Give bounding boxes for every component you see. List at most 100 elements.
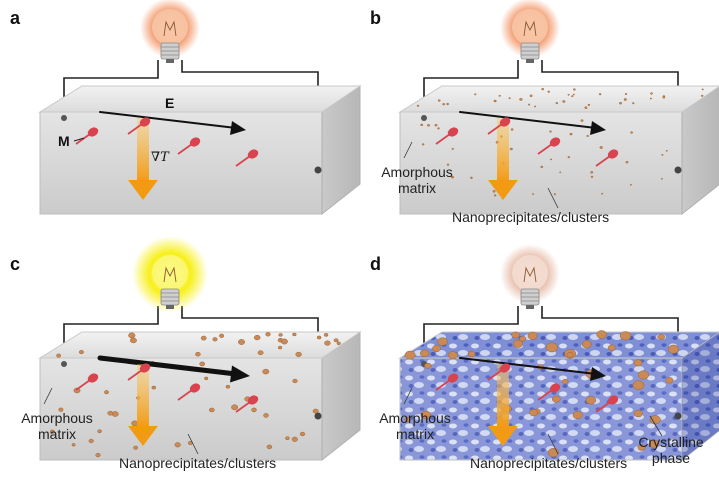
nanoprecipitate [333, 338, 339, 343]
nanoprecipitates-label-c: Nanoprecipitates/clusters [119, 455, 277, 471]
nanoprecipitate [432, 187, 435, 190]
electrode-left [421, 115, 427, 121]
nanoprecipitate [562, 100, 566, 103]
moment-arrow-tail [595, 401, 611, 413]
nanoprecipitate [447, 351, 458, 360]
nanoprecipitate [474, 93, 477, 96]
nanoprecipitate [199, 361, 206, 367]
moment-arrow-head [499, 363, 511, 373]
nanoprecipitate [590, 171, 594, 174]
nanoprecipitate [266, 444, 273, 450]
nanoprecipitate [257, 350, 264, 356]
nanoprecipitate [277, 345, 283, 350]
nanoprecipitate [251, 407, 257, 413]
moment-arrow-head [607, 395, 619, 405]
moment-arrow-tail [127, 123, 143, 135]
nanoprecipitate [572, 93, 575, 96]
moment-arrow-tail [537, 143, 553, 155]
nanoprecipitate [437, 99, 441, 102]
moment-arrow-tail [487, 369, 503, 381]
nanoprecipitate [420, 410, 431, 420]
nanoprecipitate [212, 337, 218, 342]
electrode-left [61, 361, 67, 367]
cluster-leader [547, 433, 559, 455]
nanoprecipitate [547, 90, 550, 93]
nanoprecipitate [470, 176, 473, 179]
moment-arrow-tail [177, 389, 193, 401]
nanoprecipitate [545, 342, 558, 353]
nanoprecipitate [662, 96, 666, 99]
nanoprecipitate [174, 442, 181, 448]
panel-b [398, 0, 719, 216]
moment-arrow-tail [235, 401, 251, 413]
nanoprecipitate [619, 101, 622, 105]
heat-arrow-head [488, 426, 518, 446]
moment-arrow-head [87, 127, 99, 137]
nanoprecipitates-label-b: Nanoprecipitates/clusters [452, 209, 610, 225]
nanoprecipitate [128, 332, 136, 339]
nanoprecipitate [416, 104, 420, 107]
electrode-right [314, 166, 322, 174]
moment-arrow-head [499, 117, 511, 127]
panel-d [398, 244, 719, 462]
nanoprecipitate [585, 396, 597, 405]
moment-arrow-head [139, 363, 151, 373]
nanoprecipitate [336, 341, 341, 346]
bulb-globe [512, 9, 548, 45]
moment-arrow-head [189, 137, 201, 147]
nanoprecipitate [204, 376, 209, 381]
nanoprecipitate [607, 344, 616, 351]
nanoprecipitate [104, 390, 109, 395]
panel-c [38, 236, 362, 462]
nanoprecipitate [437, 127, 440, 130]
moment-arrow-tail [435, 379, 451, 391]
electric-field-arrow-head [590, 367, 606, 381]
nanoprecipitate [493, 99, 497, 103]
nanoprecipitate [292, 378, 298, 384]
bulb-tip [166, 305, 174, 309]
nanoprecipitate [299, 431, 306, 437]
nanoprecipitate [553, 193, 557, 196]
nanoprecipitate [493, 194, 497, 197]
electrode-left [61, 115, 67, 121]
nanoprecipitate [559, 171, 562, 174]
nanoprecipitate [660, 177, 663, 180]
moment-arrow-tail [127, 369, 143, 381]
heat-arrow-head [128, 180, 158, 200]
nanoprecipitate [225, 384, 231, 389]
nanoprecipitate [292, 332, 297, 337]
cluster-leader [547, 187, 559, 209]
moment-arrow-tail [75, 379, 91, 391]
nanoprecipitate [596, 330, 607, 339]
nanoprecipitate [278, 333, 283, 337]
bulb-filament [163, 266, 177, 283]
moment-arrow-head [139, 117, 151, 127]
block-top-face [398, 85, 719, 113]
panel-label-a: a [10, 8, 21, 28]
nanoprecipitate [625, 161, 629, 164]
moment-arrow-head [607, 149, 619, 159]
moment-arrow-tail [75, 133, 91, 145]
nanoprecipitate [657, 333, 665, 341]
nanoprecipitate [446, 163, 450, 166]
bulb-filament [523, 266, 537, 283]
nanoprecipitate [541, 87, 545, 91]
nanoprecipitate [630, 131, 633, 134]
nanoprecipitate [510, 128, 514, 131]
moment-arrow-head [247, 395, 259, 405]
moment-arrow-tail [487, 123, 503, 135]
moment-arrow-head [189, 383, 201, 393]
heat-arrow-shaft [497, 364, 509, 428]
electric-field-arrow-shaft [459, 111, 597, 129]
nanoprecipitate [195, 351, 201, 357]
bulb-globe [152, 255, 188, 291]
nanoprecipitate [133, 445, 138, 450]
nanoprecipitate [632, 380, 645, 390]
panel-label-c: c [10, 254, 21, 274]
nanoprecipitate [295, 351, 302, 357]
block-front-face [39, 111, 323, 215]
nanoprecipitate [437, 337, 448, 346]
moment-arrow-tail [235, 155, 251, 167]
moment-arrow-tail [537, 389, 553, 401]
nanoprecipitate [629, 183, 632, 186]
